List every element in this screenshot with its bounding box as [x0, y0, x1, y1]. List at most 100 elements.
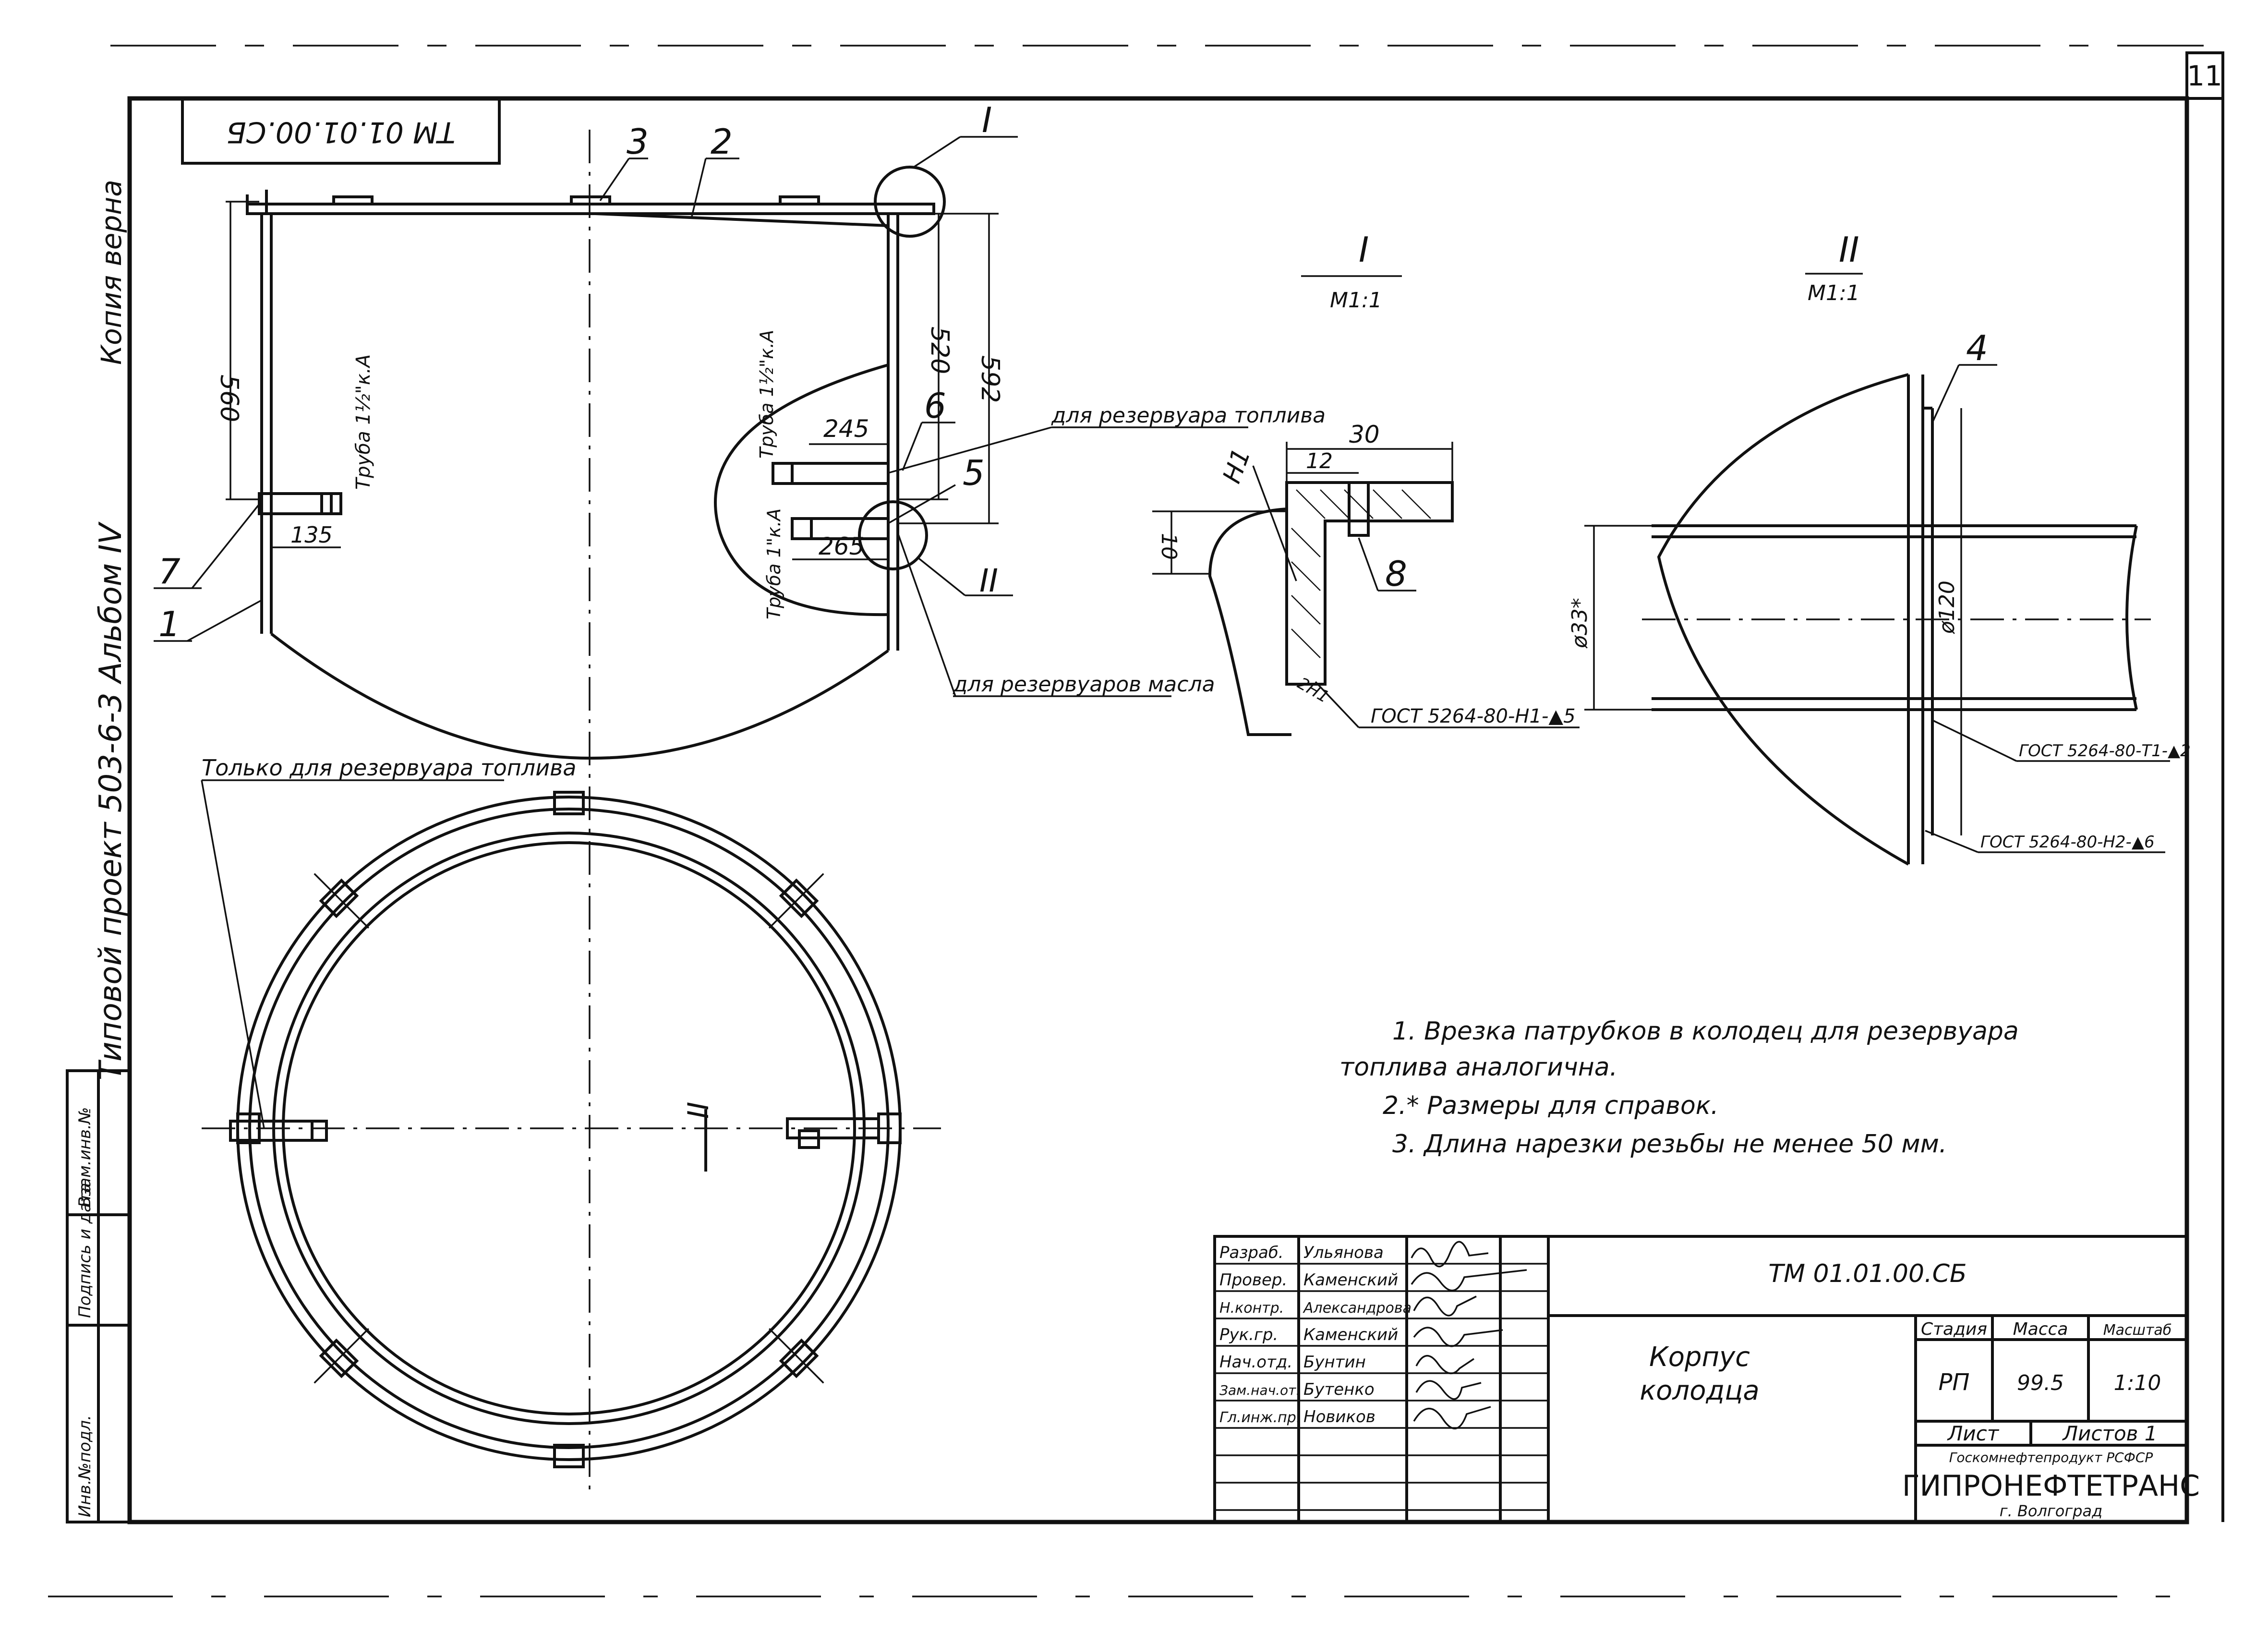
note-oil-tanks: для резервуаров масла [953, 672, 1215, 697]
copy-mark: Копия верна [95, 180, 128, 365]
detail-I-scale: М1:1 [1330, 288, 1382, 313]
break-line [714, 363, 889, 616]
detail-II-scale: М1:1 [1808, 281, 1860, 305]
detail-I-dim-12: 12 [1306, 449, 1333, 473]
tb-role-3: Рук.гр. [1219, 1325, 1278, 1344]
tb-role-6: Гл.инж.пр. [1219, 1409, 1301, 1426]
callout-II-label: II [979, 562, 998, 599]
bottom-arc [270, 632, 889, 760]
callout-circle-I [874, 166, 946, 238]
signature-0 [1411, 1241, 1489, 1268]
plan-view: II Только для резервуара топлива [201, 755, 941, 1468]
signature-5 [1415, 1380, 1482, 1400]
tb-stage-header: Стадия [1921, 1319, 1987, 1339]
detail-I-dim-30: 30 [1349, 421, 1380, 448]
page-number: 11 [2187, 60, 2222, 92]
note-fuel-tank: для резервуара топлива [1051, 403, 1326, 428]
strip-cell-repl: Взам.инв.№ [75, 1107, 95, 1208]
detail-I-weld-std: ГОСТ 5264-80-Н1-▲5 [1371, 705, 1576, 727]
tb-role-5: Зам.нач.от. [1219, 1382, 1300, 1398]
tb-name-4: Бунтин [1303, 1353, 1366, 1372]
tb-name-0: Ульянова [1303, 1243, 1384, 1262]
notes: 1. Врезка патрубков в колодец для резерв… [1339, 1017, 2019, 1159]
signature-6 [1413, 1406, 1491, 1429]
top-stamp-box [181, 97, 501, 165]
detail-II: II М1:1 ø33* ø120 4 ГОСТ 5264-80-Т1-▲2 Г… [1568, 230, 2191, 866]
detail-I-pos-H1: Н1 [1218, 445, 1256, 487]
pos-1: 1 [158, 604, 181, 644]
note-only-fuel: Только для резервуара топлива [202, 755, 576, 781]
page-number-box [2185, 51, 2224, 100]
tb-org-top: Госкомнефтепродукт РСФСР [1949, 1450, 2153, 1465]
tb-scale-header: Масштаб [2103, 1322, 2172, 1339]
detail-II-pos-4: 4 [1966, 328, 1988, 368]
tb-sheets-label: Листов 1 [2062, 1422, 2158, 1445]
signature-3 [1413, 1327, 1503, 1347]
tb-name-3: Каменский [1303, 1325, 1398, 1344]
tb-name-5: Бутенко [1303, 1380, 1375, 1399]
plan-view-II-mark: II [682, 1102, 715, 1119]
tb-stage: РП [1938, 1369, 1969, 1396]
tb-role-1: Провер. [1219, 1270, 1287, 1290]
detail-II-weld-std-2: ГОСТ 5264-80-Н2-▲6 [1980, 833, 2155, 852]
signature-2 [1413, 1295, 1477, 1317]
tb-role-0: Разраб. [1219, 1243, 1284, 1262]
main-view: 560 520 592 245 265 135 Труба 1½"к.А Тру… [154, 100, 1326, 1498]
title-block: Разраб. Ульянова Провер. Каменский Н.кон… [1213, 1235, 2200, 1523]
dim-560: 560 [215, 375, 243, 422]
tb-mass: 99.5 [2017, 1371, 2064, 1395]
tb-mass-header: Масса [2013, 1319, 2068, 1339]
pipe-label-right-lower: Труба 1"к.А [763, 508, 784, 619]
strip-cell-sign: Подпись и дата [75, 1183, 95, 1318]
tb-role-4: Нач.отд. [1219, 1353, 1292, 1372]
note-2: 2.* Размеры для справок. [1383, 1091, 1719, 1120]
right-nozzle-upper [772, 462, 890, 485]
left-strip: Инв.№подл. Подпись и дата Взам.инв.№ [66, 1069, 131, 1523]
pos-2: 2 [711, 121, 733, 162]
tb-role-2: Н.контр. [1219, 1300, 1284, 1317]
tb-sheet-label: Лист [1947, 1422, 2000, 1445]
tb-title-2: колодца [1640, 1375, 1759, 1406]
tb-org-city: г. Волгоград [2000, 1502, 2102, 1520]
note-1a: 1. Врезка патрубков в колодец для резерв… [1392, 1017, 2019, 1046]
tb-name-2: Александрова [1303, 1300, 1411, 1317]
pipe-label-right-upper: Труба 1½"к.А [756, 330, 777, 459]
detail-I-title: I [1359, 230, 1369, 270]
left-nozzle [258, 492, 333, 515]
pipe-label-left: Труба 1½"к.А [352, 354, 374, 490]
signature-1 [1411, 1269, 1527, 1292]
callout-I-label: I [982, 100, 992, 140]
detail-I: I М1:1 30 12 10 Н1 8 2Н1 ГОС [1152, 230, 1580, 736]
detail-II-dim-33: ø33* [1568, 598, 1592, 649]
drawing-frame [127, 96, 2189, 1524]
tb-code: ТМ 01.01.00.СБ [1768, 1259, 1966, 1288]
signature-4 [1415, 1354, 1474, 1375]
tb-scale: 1:10 [2114, 1371, 2161, 1395]
pos-5: 5 [963, 453, 985, 493]
strip-cell-inv: Инв.№подл. [75, 1415, 95, 1517]
detail-II-title: II [1839, 230, 1859, 270]
callout-circle-II [858, 500, 928, 570]
detail-I-dim-10: 10 [1157, 533, 1181, 560]
top-stamp-code: ТМ 01.01.00.СБ [227, 115, 456, 149]
detail-II-weld-std-1: ГОСТ 5264-80-Т1-▲2 [2019, 741, 2191, 761]
note-1b: топлива аналогична. [1339, 1053, 1617, 1082]
tb-name-6: Новиков [1303, 1407, 1375, 1426]
dim-520: 520 [925, 326, 954, 374]
note-3: 3. Длина нарезки резьбы не менее 50 мм. [1392, 1130, 1947, 1159]
pos-7: 7 [158, 551, 181, 592]
dim-592: 592 [976, 355, 1004, 403]
project-side-label: Типовой проект 503-6-3 Альбом IV [93, 521, 129, 1080]
pos-3: 3 [627, 121, 649, 162]
detail-I-weld: 2Н1 [1294, 674, 1333, 707]
tb-title-1: Корпус [1649, 1342, 1750, 1373]
detail-II-dim-120: ø120 [1935, 580, 1959, 634]
pos-6: 6 [924, 386, 946, 426]
detail-I-pos-8: 8 [1385, 554, 1407, 594]
tb-org-main: ГИПРОНЕФТЕТРАНС [1902, 1469, 2200, 1503]
tb-name-1: Каменский [1303, 1270, 1398, 1290]
dim-265: 265 [819, 532, 864, 560]
dim-245: 245 [823, 415, 869, 443]
dim-135: 135 [290, 522, 333, 548]
